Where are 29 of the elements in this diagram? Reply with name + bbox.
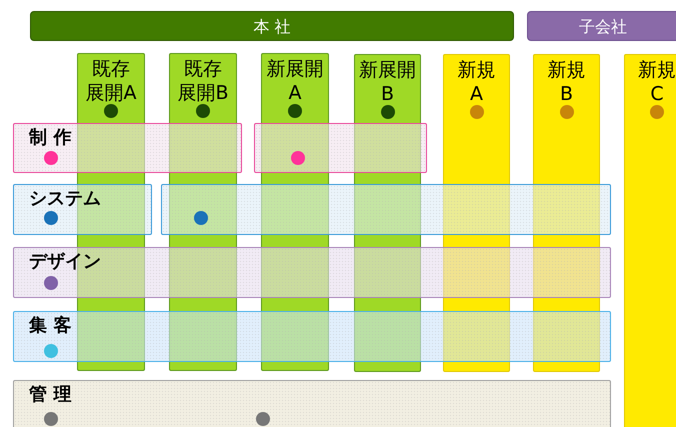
header-bar [30, 11, 514, 41]
band-box [13, 380, 611, 427]
column-box [169, 53, 237, 371]
band-box [161, 184, 611, 235]
header-bar [527, 11, 676, 41]
column-box [261, 53, 329, 371]
band-box [13, 247, 611, 298]
band-label: デザイン [29, 250, 101, 273]
band-label: 管 理 [29, 383, 72, 406]
header-label: 子会社 [578, 17, 628, 38]
column-label: 新規C [637, 58, 676, 106]
column-label: 既存展開B [176, 57, 230, 105]
column-box [354, 54, 421, 372]
band-label: システム [29, 187, 101, 210]
header-label: 本 社 [252, 17, 292, 38]
band-box [13, 184, 152, 235]
band-label: 集 客 [29, 314, 72, 337]
column-label: 新展開B [358, 58, 417, 106]
column-label: 新規A [456, 58, 496, 106]
band-box [13, 123, 242, 173]
column-box [443, 54, 510, 372]
band-box [254, 123, 427, 173]
band-label: 制 作 [29, 126, 72, 149]
band-box [13, 311, 611, 362]
column-box [533, 54, 600, 372]
column-label: 新規B [546, 58, 586, 106]
column-box [624, 54, 676, 427]
column-label: 新展開A [266, 57, 324, 105]
column-label: 既存展開A [84, 57, 138, 105]
